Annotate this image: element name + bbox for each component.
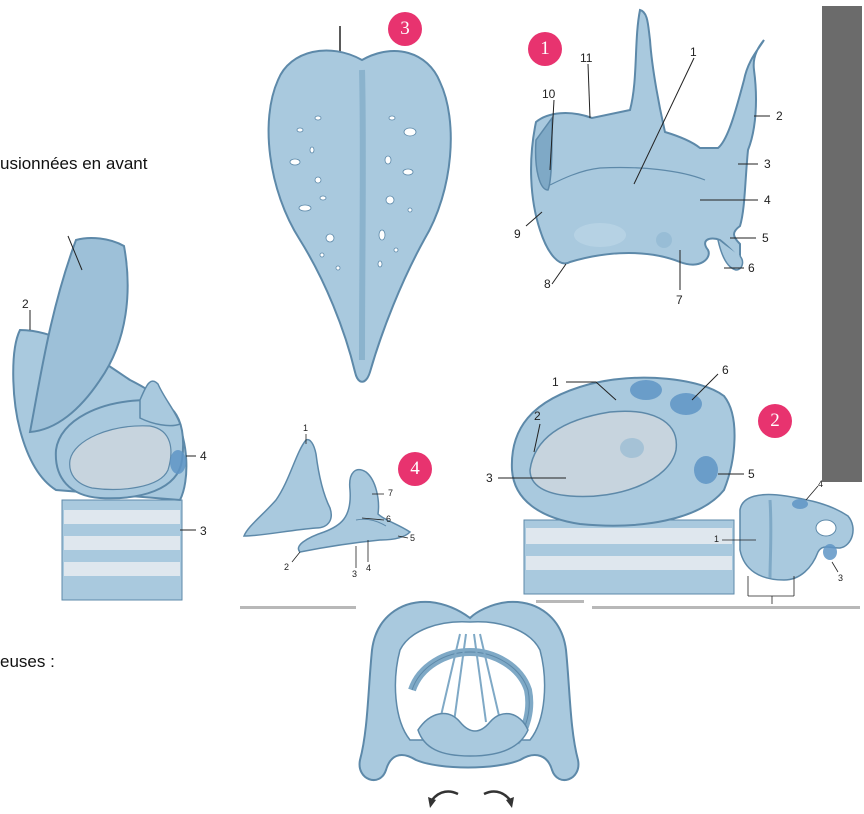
larynx-superior-view-illustration [0, 0, 864, 814]
